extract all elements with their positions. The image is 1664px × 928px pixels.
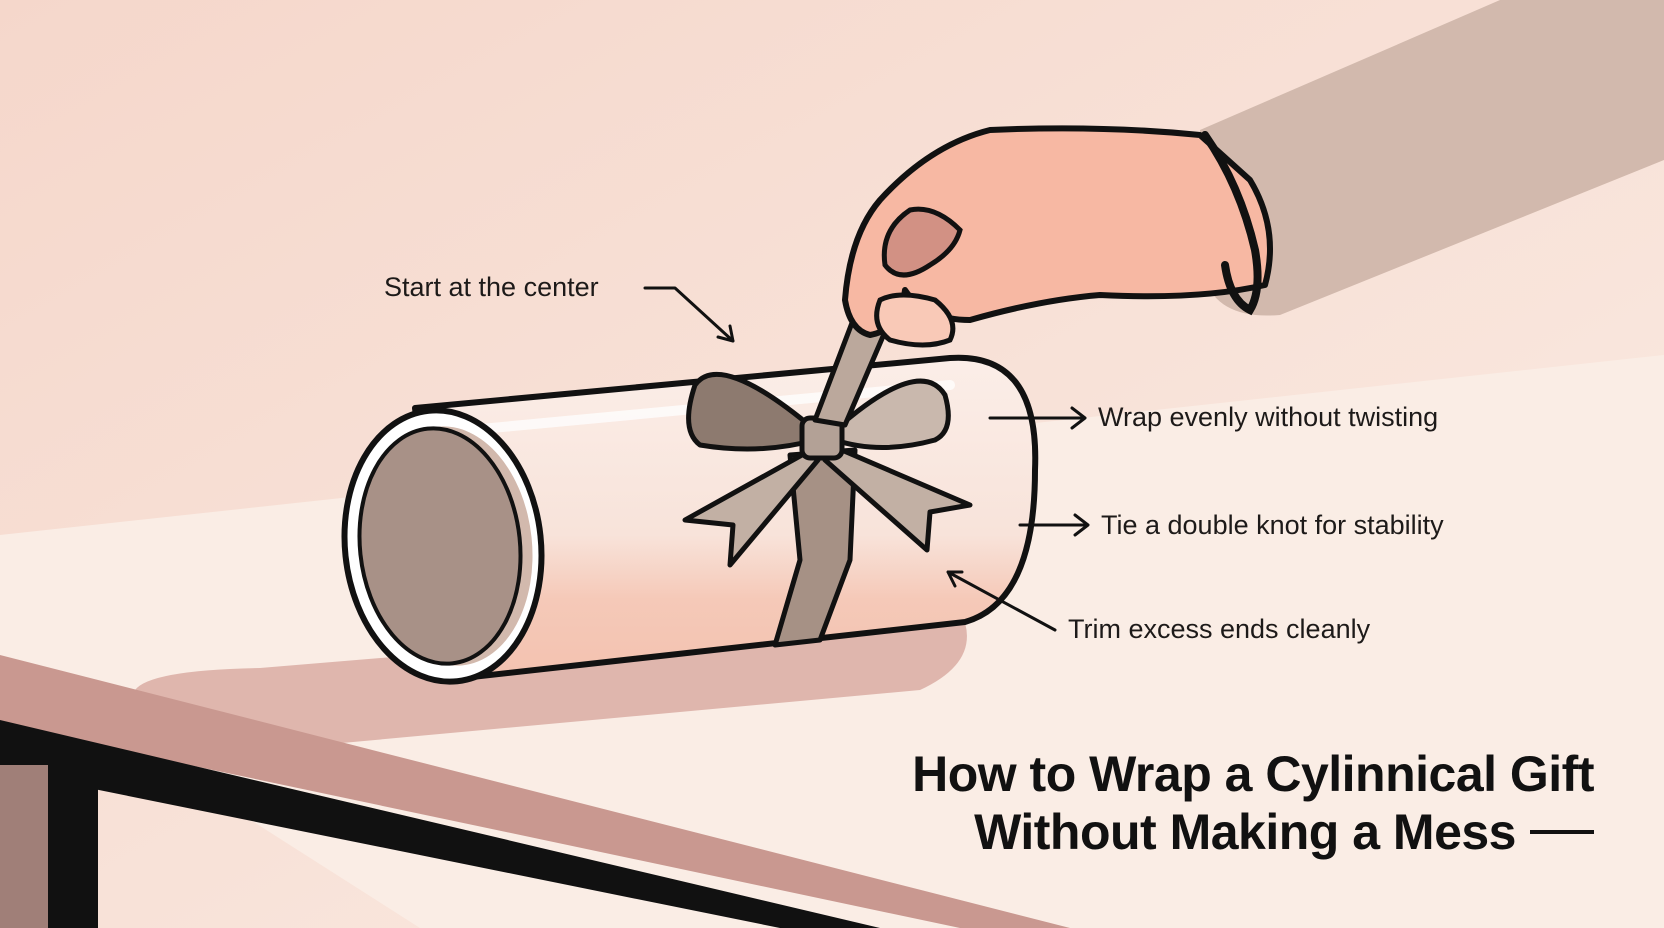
arrow-tie [1018,513,1090,537]
page-title: How to Wrap a Cylinnical Gift Without Ma… [912,745,1594,861]
title-line-2-wrap: Without Making a Mess [912,803,1594,861]
ribbon-bow-icon [682,312,973,648]
title-line-1: How to Wrap a Cylinnical Gift [912,746,1594,802]
table-edge-dark [0,720,880,928]
arrow-icon [643,286,1090,632]
annotation-wrap: Wrap evenly without twisting [1098,402,1439,432]
title-line-2: Without Making a Mess [974,804,1516,860]
sleeve [1200,0,1664,316]
arrow-trim [946,570,1057,632]
annotation-start: Start at the center [384,272,599,302]
title-dash [1530,829,1594,834]
arrow-start [643,286,735,343]
annotation-trim: Trim excess ends cleanly [1068,614,1371,644]
table-leg [48,760,98,928]
table-edge [0,655,1070,928]
annotation-tie: Tie a double knot for stability [1101,510,1444,540]
table-leg-inner [0,765,48,928]
arrow-wrap [988,406,1087,430]
hand-icon [842,125,1273,348]
